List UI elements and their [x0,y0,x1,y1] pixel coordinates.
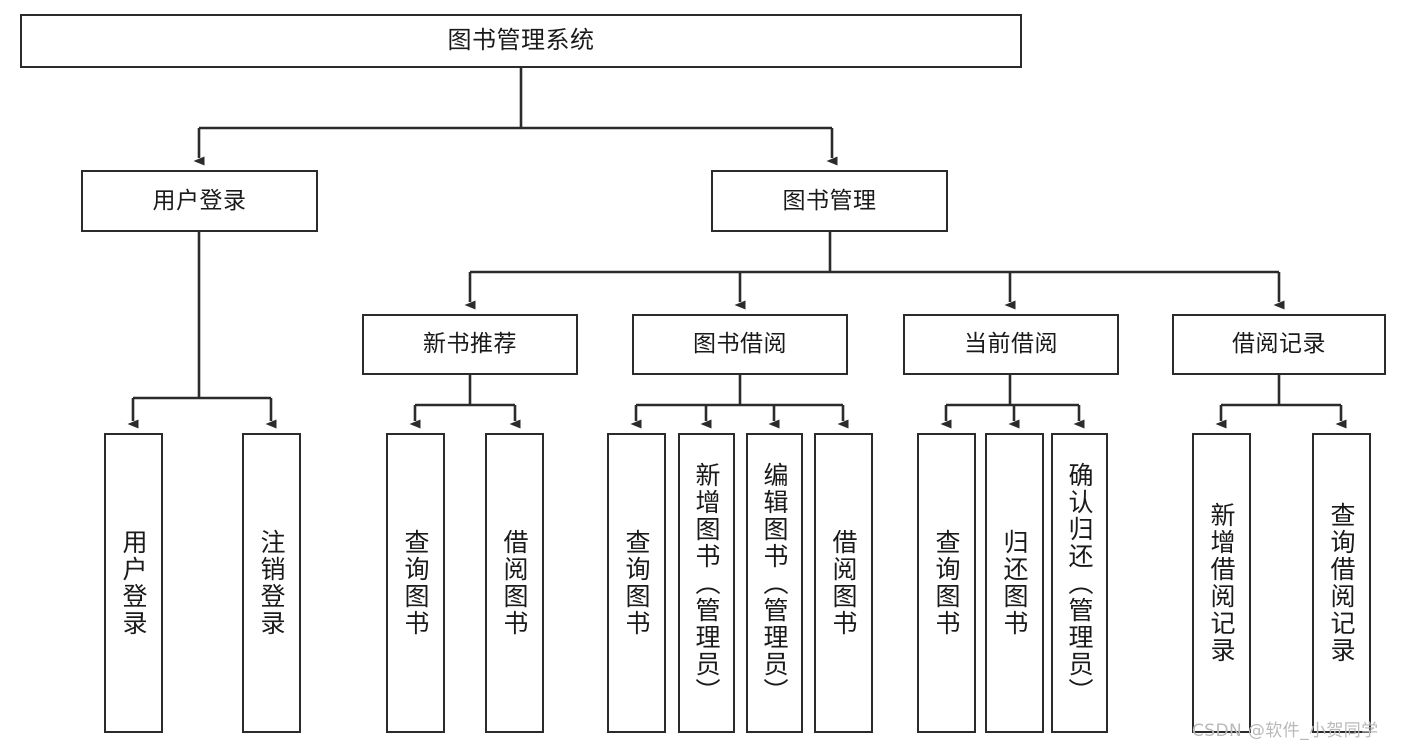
leaf-confirm-return-admin[interactable]: 确认归还（管理员） [1051,433,1108,733]
node-label: 新增图书（管理员） [692,461,721,705]
node-label: 新增借阅记录 [1207,502,1236,664]
leaf-query-borrow-record[interactable]: 查询借阅记录 [1312,433,1371,733]
leaf-query-book-borrow[interactable]: 查询图书 [607,433,666,733]
node-root-system[interactable]: 图书管理系统 [20,14,1022,68]
node-label: 新书推荐 [423,331,517,358]
leaf-query-book-current[interactable]: 查询图书 [917,433,976,733]
node-label: 查询图书 [622,529,651,637]
node-label: 借阅记录 [1232,331,1326,358]
node-label: 借阅图书 [500,529,529,637]
leaf-user-login[interactable]: 用户登录 [104,433,163,733]
leaf-return-book[interactable]: 归还图书 [985,433,1044,733]
node-label: 图书借阅 [693,331,787,358]
node-label: 确认归还（管理员） [1065,461,1094,705]
node-label: 编辑图书（管理员） [760,461,789,705]
node-book-management[interactable]: 图书管理 [711,170,948,232]
node-label: 借阅图书 [829,529,858,637]
leaf-add-borrow-record[interactable]: 新增借阅记录 [1192,433,1251,733]
leaf-borrow-book[interactable]: 借阅图书 [814,433,873,733]
node-new-book-recommend[interactable]: 新书推荐 [362,314,578,375]
node-label: 查询借阅记录 [1327,502,1356,664]
node-label: 图书管理系统 [447,26,595,55]
leaf-query-book-recommend[interactable]: 查询图书 [386,433,445,733]
node-current-borrow[interactable]: 当前借阅 [903,314,1119,375]
node-label: 查询图书 [401,529,430,637]
node-label: 用户登录 [152,187,247,214]
leaf-add-book-admin[interactable]: 新增图书（管理员） [678,433,735,733]
node-book-borrow[interactable]: 图书借阅 [632,314,848,375]
node-label: 查询图书 [932,529,961,637]
node-label: 归还图书 [1000,529,1029,637]
node-label: 注销登录 [257,529,286,637]
node-user-login[interactable]: 用户登录 [81,170,318,232]
node-label: 当前借阅 [964,331,1058,358]
node-label: 用户登录 [119,529,148,637]
leaf-borrow-book-recommend[interactable]: 借阅图书 [485,433,544,733]
leaf-logout[interactable]: 注销登录 [242,433,301,733]
leaf-edit-book-admin[interactable]: 编辑图书（管理员） [746,433,803,733]
node-label: 图书管理 [782,187,877,214]
node-borrow-records[interactable]: 借阅记录 [1172,314,1386,375]
